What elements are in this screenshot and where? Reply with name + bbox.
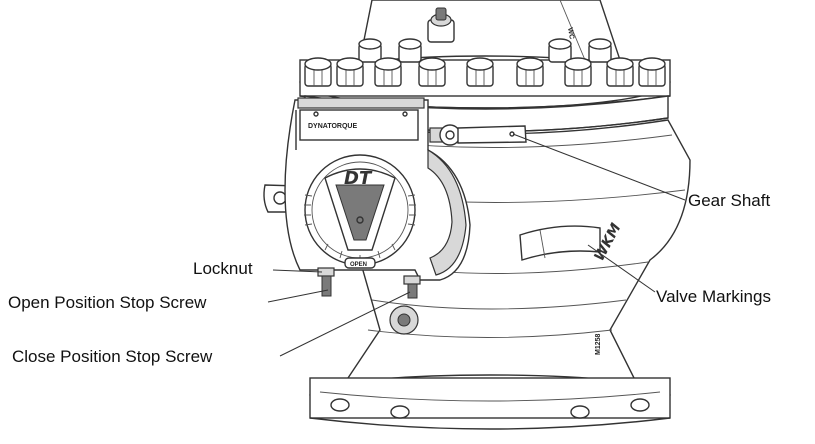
flange-nut: [564, 57, 592, 87]
lower-body-text: M1258: [595, 333, 602, 355]
label-gear-shaft: Gear Shaft: [688, 191, 770, 210]
label-valve-markings: Valve Markings: [656, 287, 771, 306]
dt-logo: DT: [344, 168, 373, 189]
flange-nut: [418, 57, 446, 87]
label-open-position-stop-screw: Open Position Stop Screw: [8, 293, 207, 312]
flange-nut: [336, 57, 364, 87]
flange-nut-back: [398, 38, 422, 63]
valve-side-text: WC: [566, 27, 575, 40]
flange-nut-back: [548, 38, 572, 63]
flange-nut-back: [358, 38, 382, 63]
gear-operator: DYNATORQUE DT OPEN: [263, 97, 527, 299]
flange-nuts: [304, 38, 666, 87]
flange-nut: [516, 57, 544, 87]
flange-nut-back: [588, 38, 612, 63]
nameplate-text: DYNATORQUE: [308, 123, 357, 130]
dial-open-text: OPEN: [350, 262, 367, 268]
leader-lines: [267, 133, 686, 357]
flange-nut: [638, 57, 666, 87]
flange-nut: [606, 57, 634, 87]
label-close-position-stop-screw: Close Position Stop Screw: [12, 347, 213, 366]
flange-nut: [374, 57, 402, 87]
label-locknut: Locknut: [193, 259, 253, 278]
bottom-flange: [309, 374, 671, 430]
flange-nut: [304, 57, 332, 87]
flange-nut: [466, 57, 494, 87]
